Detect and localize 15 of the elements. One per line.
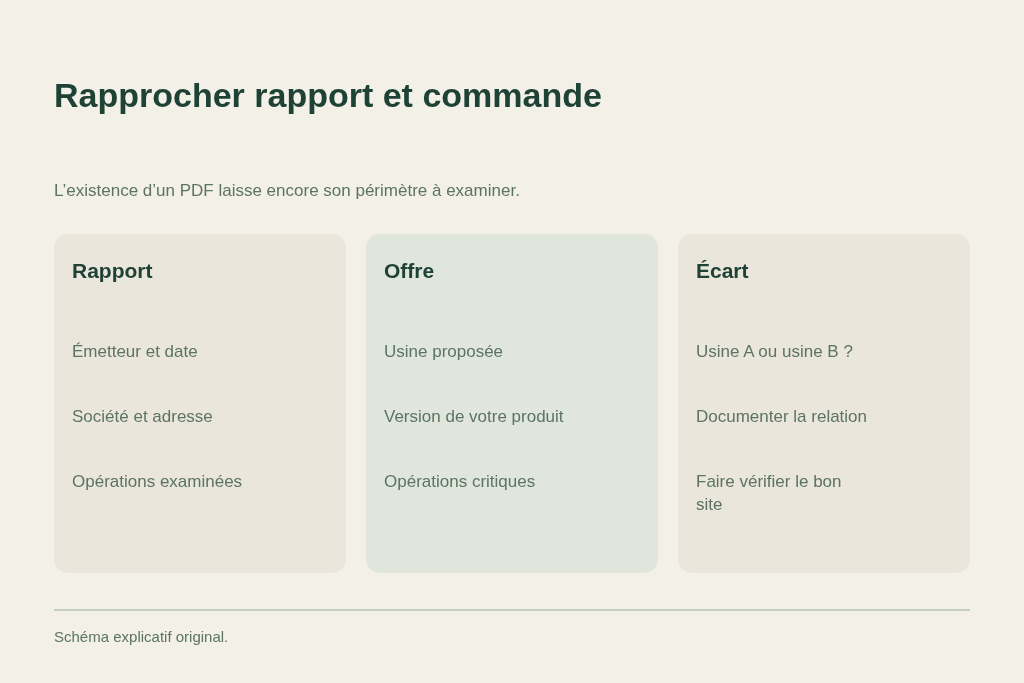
- list-item-text: Usine A ou usine B ?: [696, 341, 854, 363]
- list-item-text: Faire vérifier le bon site: [696, 471, 843, 516]
- list-item-text: Usine proposée: [384, 341, 505, 363]
- list-item-text: Émetteur et date: [72, 341, 199, 363]
- card-heading: Rapport: [72, 258, 153, 284]
- page-title: Rapprocher rapport et commande: [54, 75, 602, 115]
- list-item-text: Version de votre produit: [384, 406, 565, 428]
- subtitle-text: L’existence d’un PDF laisse encore son périmètre à examiner.: [54, 180, 520, 202]
- caption-text: Schéma explicatif original.: [54, 627, 229, 647]
- list-item-text: Opérations examinées: [72, 471, 244, 493]
- list-item-text: Société et adresse: [72, 406, 214, 428]
- card-heading: Offre: [384, 258, 435, 284]
- list-item-text: Documenter la relation: [696, 406, 868, 428]
- card-heading: Écart: [696, 258, 749, 284]
- list-item-text: Opérations critiques: [384, 471, 537, 493]
